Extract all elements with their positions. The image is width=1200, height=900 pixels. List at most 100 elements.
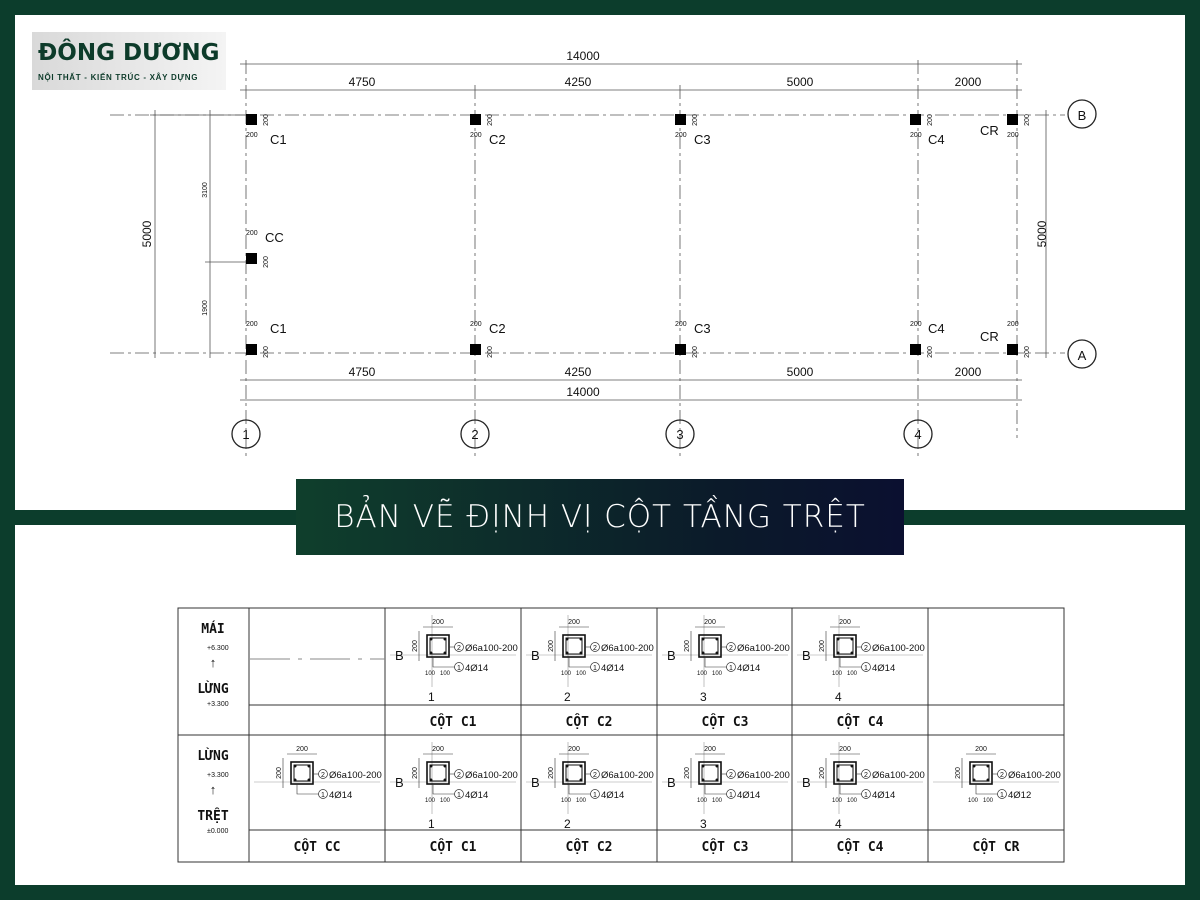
spacing-left: 100: [832, 671, 843, 677]
stirrup: [701, 637, 719, 655]
logo-name: ĐÔNG DƯƠNG: [38, 40, 220, 66]
section-depth: 200: [412, 640, 419, 652]
stirrup: [565, 637, 583, 655]
section-depth: 200: [276, 767, 283, 779]
size-tag-h: 200: [1007, 321, 1019, 328]
stirrup-mark: 2: [864, 772, 868, 779]
segment-upper: 3100: [202, 182, 209, 198]
rebar: [986, 778, 990, 782]
section-width: 200: [704, 746, 716, 753]
level-label-bottom: TRỆT: [197, 808, 228, 824]
span-4-top: 2000: [955, 75, 982, 89]
main-rebar-spec: 4Ø12: [1008, 790, 1031, 801]
size-tag-v: 200: [927, 346, 934, 358]
rebar: [850, 637, 854, 641]
column-outline: [969, 761, 993, 785]
leader-line: [839, 784, 862, 795]
stirrup-spec: Ø6a100-200: [329, 770, 382, 781]
main-rebar-spec: 4Ø14: [872, 663, 895, 674]
section-title: CỘT C4: [837, 839, 884, 855]
rebar: [715, 778, 719, 782]
section-depth: 200: [548, 640, 555, 652]
column-markers: [246, 114, 1018, 355]
mark-circle: [454, 662, 464, 672]
rebar: [429, 651, 433, 655]
main-rebar-mark: 1: [457, 665, 461, 672]
grid-label: 4: [835, 817, 842, 831]
rebar: [836, 637, 840, 641]
spacing-right: 100: [440, 798, 451, 804]
section-width: 200: [568, 746, 580, 753]
section-width: 200: [975, 746, 987, 753]
leader-line: [704, 657, 727, 668]
spacing-right: 100: [712, 798, 723, 804]
leader-line: [568, 657, 591, 668]
leader-line: [839, 657, 862, 668]
size-tag-v: 200: [692, 346, 699, 358]
rebar: [850, 651, 854, 655]
rebar: [850, 778, 854, 782]
rebar: [972, 764, 976, 768]
mark-circle: [454, 789, 464, 799]
column-label-top-4: CR: [980, 123, 999, 138]
axis-label: B: [667, 648, 676, 663]
leader-line: [704, 784, 727, 795]
size-tag-h: 200: [470, 132, 482, 139]
grid-bubble-4: 4: [914, 427, 921, 442]
table-grid: [177, 607, 1065, 863]
rebar: [565, 651, 569, 655]
main-rebar-spec: 4Ø14: [737, 790, 760, 801]
rebar: [579, 764, 583, 768]
rebar: [443, 637, 447, 641]
main-rebar-mark: 1: [729, 792, 733, 799]
direction-arrow-icon: ↑: [210, 655, 217, 670]
main-rebar-mark: 1: [864, 792, 868, 799]
size-tag-v: 200: [263, 346, 270, 358]
leader-line: [432, 784, 455, 795]
level-label-bottom: LỪNG: [197, 681, 228, 697]
section-title: CỘT C1: [430, 839, 477, 855]
section-title: CỘT C2: [566, 714, 613, 730]
total-length-bottom: 14000: [566, 385, 600, 399]
segment-lower: 1900: [202, 300, 209, 316]
stirrup: [565, 764, 583, 782]
stirrup: [429, 637, 447, 655]
stirrup-mark: 2: [729, 645, 733, 652]
size-tag-h: 200: [910, 321, 922, 328]
axis-label: B: [531, 648, 540, 663]
main-rebar-mark: 1: [593, 792, 597, 799]
rebar: [701, 637, 705, 641]
stirrup: [836, 637, 854, 655]
direction-arrow-icon: ↑: [210, 782, 217, 797]
axis-label: B: [531, 775, 540, 790]
rebar: [701, 764, 705, 768]
drawing-title: BẢN VẼ ĐỊNH VỊ CỘT TẦNG TRỆT: [334, 499, 866, 535]
spacing-left: 100: [561, 798, 572, 804]
stirrup-spec: Ø6a100-200: [1008, 770, 1061, 781]
main-rebar-mark: 1: [864, 665, 868, 672]
axis-label: B: [802, 775, 811, 790]
rebar: [836, 651, 840, 655]
width-left: 5000: [140, 220, 154, 247]
grid-bubble-3: 3: [676, 427, 683, 442]
logo-tagline: NỘI THẤT - KIẾN TRÚC - XÂY DỰNG: [38, 73, 199, 82]
rebar: [429, 778, 433, 782]
mark-circle: [590, 662, 600, 672]
stirrup-spec: Ø6a100-200: [465, 643, 518, 654]
stirrup-mark: 2: [729, 772, 733, 779]
mark-circle: [997, 769, 1007, 779]
stirrup: [836, 764, 854, 782]
main-rebar-spec: 4Ø14: [465, 790, 488, 801]
column-outline: [562, 761, 586, 785]
mark-circle: [590, 789, 600, 799]
mark-circle: [861, 789, 871, 799]
grid-label: 1: [428, 690, 435, 704]
mark-circle: [997, 789, 1007, 799]
